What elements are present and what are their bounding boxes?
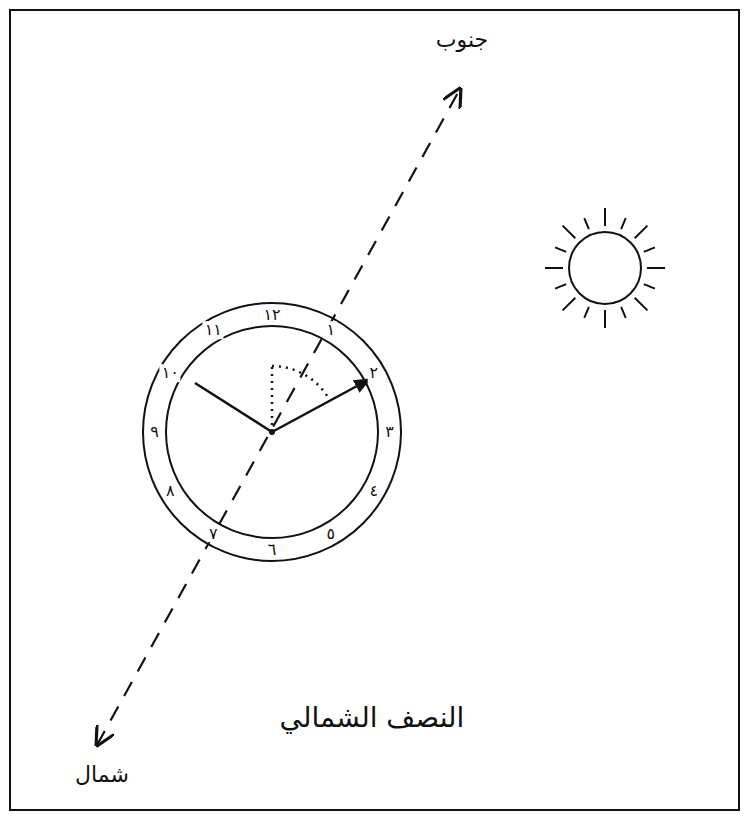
caption: النصف الشمالي (280, 703, 465, 734)
sun-ray (584, 307, 589, 318)
clock-numeral: ١٢ (261, 306, 282, 324)
clock-numeral: ٥ (324, 525, 337, 543)
sun-ray (644, 284, 655, 289)
sun-ray (604, 208, 606, 226)
clock-numeral: ٦ (266, 541, 279, 559)
direction-label: جنوب (436, 28, 488, 52)
clock-numeral: ١١ (203, 321, 224, 339)
sun-ray (647, 267, 665, 269)
frame (10, 10, 739, 810)
hour-hand (272, 379, 370, 432)
sun-ray (644, 247, 655, 252)
clock-numeral: ٤ (367, 482, 380, 500)
sun-ray (621, 307, 626, 318)
clock-numeral: ١ (324, 321, 337, 339)
sun-ray (545, 267, 563, 269)
direction-label: شمال (75, 763, 129, 787)
sun-ray (584, 218, 589, 229)
sun-ray (621, 218, 626, 229)
dotted-angle-arc (272, 366, 329, 399)
sun-ray (635, 298, 648, 311)
north-south-line (97, 89, 460, 745)
sun-ray (563, 298, 576, 311)
sun (545, 208, 665, 328)
clock-numeral: ٢ (367, 364, 380, 382)
dotted-twelve-line (271, 366, 274, 432)
sun-ray (635, 226, 648, 239)
clock-numeral: ١٠ (160, 364, 181, 382)
clock-inner-ring (166, 326, 378, 538)
clock-numeral: ٩ (148, 423, 161, 441)
sun-ray (604, 310, 606, 328)
sun-ray (555, 247, 566, 252)
clock-numeral: ٣ (383, 423, 396, 441)
clock-center (269, 429, 275, 435)
clock-outer-ring (143, 303, 401, 561)
minute-hand (195, 383, 272, 432)
sun-ray (555, 284, 566, 289)
sun-ray (563, 226, 576, 239)
clock-numeral: ٨ (164, 482, 177, 500)
clock-numeral: ٧ (207, 525, 220, 543)
